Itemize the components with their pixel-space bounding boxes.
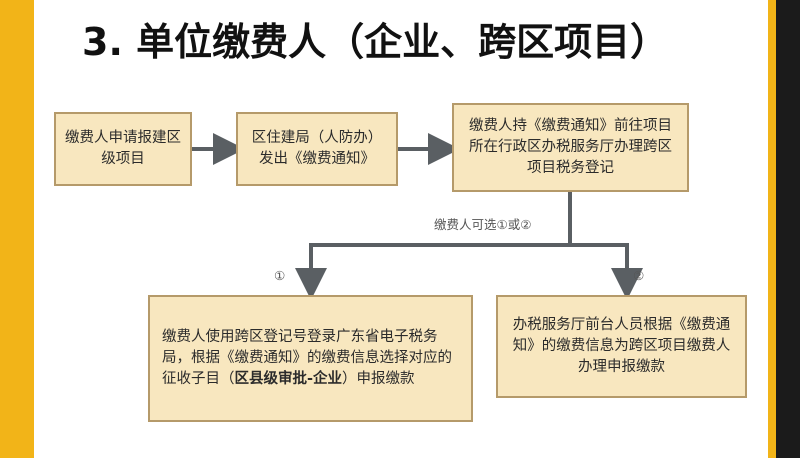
step-bureau-text: 区住建局（人防办）发出《缴费通知》 (251, 130, 383, 167)
option2-box: 办税服务厅前台人员根据《缴费通知》的缴费信息为跨区项目缴费人办理申报缴款 (496, 295, 747, 398)
choice-label: 缴费人可选①或② (434, 217, 532, 232)
option1-emphasis: 区县级审批-企业 (234, 371, 343, 387)
step-bureau-box: 区住建局（人防办）发出《缴费通知》 (236, 112, 398, 186)
option1-text: 缴费人使用跨区登记号登录广东省电子税务局，根据《缴费通知》的缴费信息选择对应的征… (162, 329, 452, 387)
option1-marker: ① (274, 268, 286, 283)
step-apply-text: 缴费人申请报建区级项目 (65, 130, 181, 167)
step-apply-box: 缴费人申请报建区级项目 (54, 112, 192, 186)
option2-text: 办税服务厅前台人员根据《缴费通知》的缴费信息为跨区项目缴费人办理申报缴款 (512, 317, 731, 375)
right-edge-strip (776, 0, 800, 458)
page-title: 3. 单位缴费人（企业、跨区项目） (82, 20, 669, 64)
option2-marker: ② (633, 268, 645, 283)
option1-box: 缴费人使用跨区登记号登录广东省电子税务局，根据《缴费通知》的缴费信息选择对应的征… (148, 295, 473, 422)
step-register-box: 缴费人持《缴费通知》前往项目所在行政区办税服务厅办理跨区项目税务登记 (452, 103, 689, 192)
step-register-text: 缴费人持《缴费通知》前往项目所在行政区办税服务厅办理跨区项目税务登记 (469, 118, 672, 176)
